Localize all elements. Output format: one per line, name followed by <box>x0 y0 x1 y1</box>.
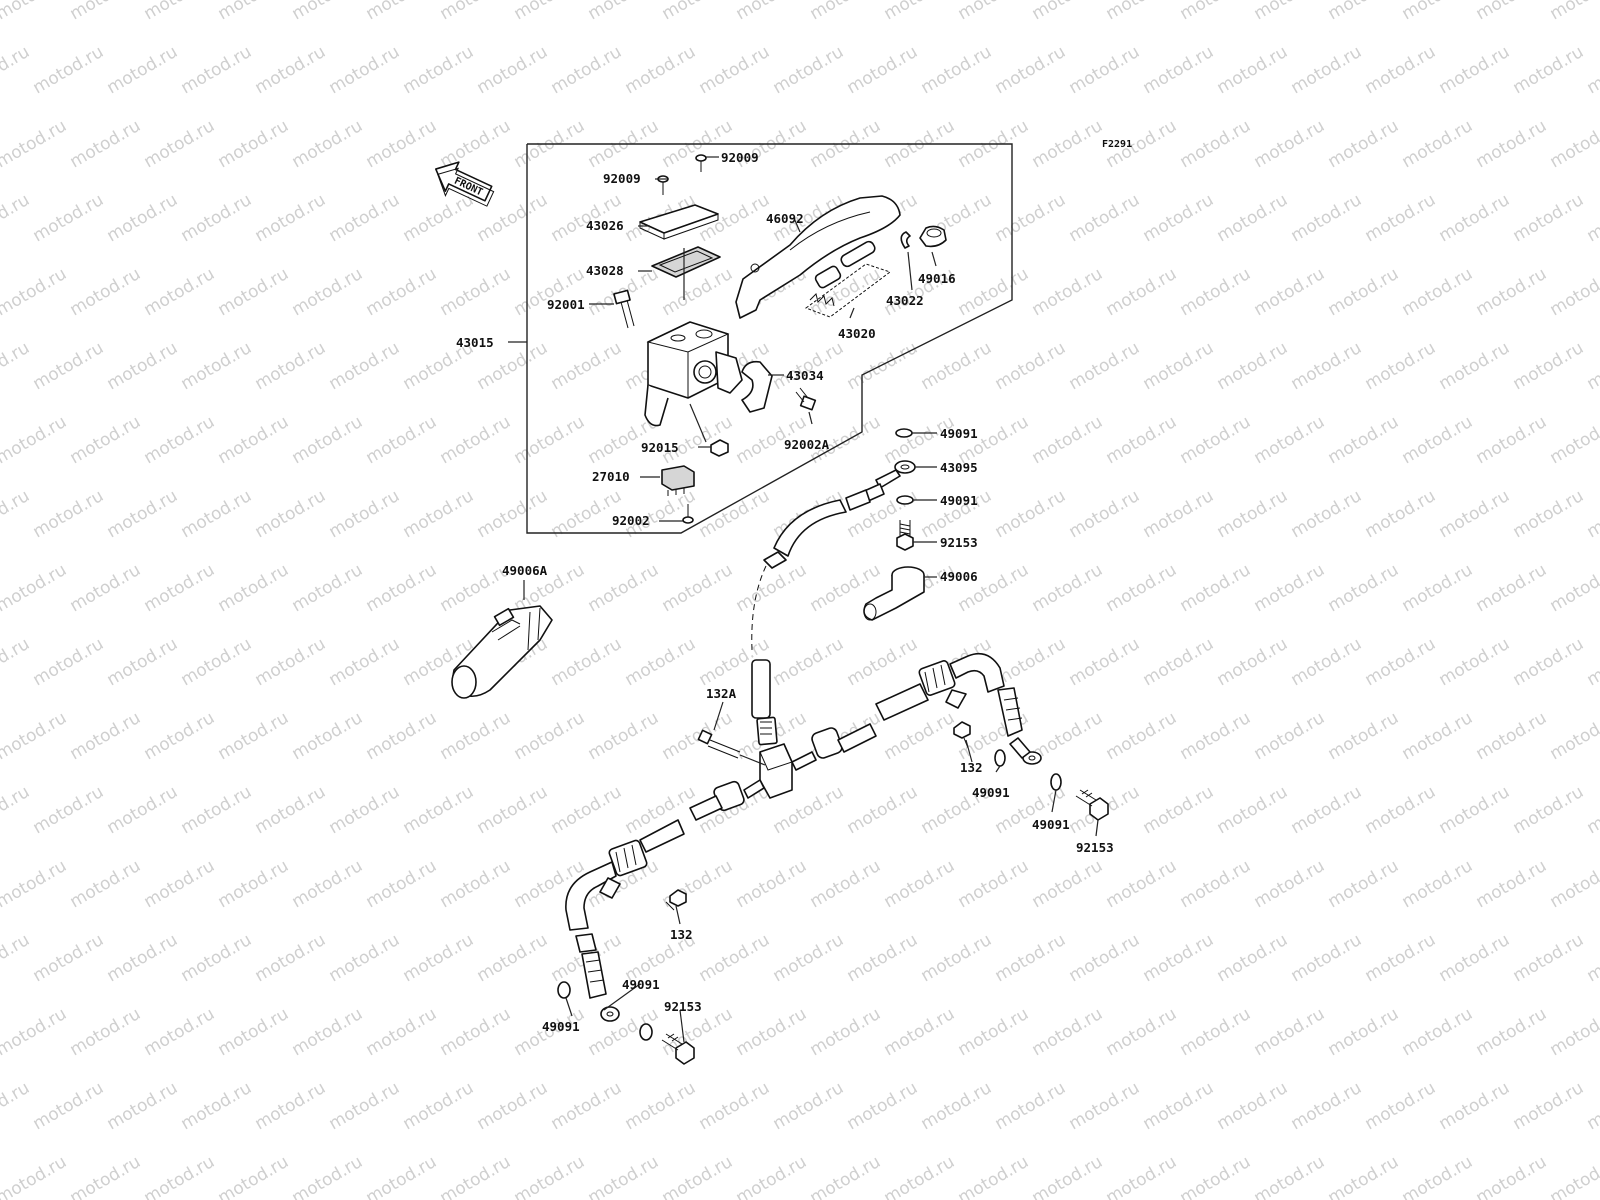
leader-lines <box>508 156 1099 1043</box>
washer-49091-f <box>639 1023 653 1041</box>
label-43022: 43022 <box>886 293 924 308</box>
bolt-132-left <box>665 889 687 911</box>
label-49091-f: 49091 <box>542 1019 580 1034</box>
screw-92002 <box>682 504 694 524</box>
label-49091-b: 49091 <box>940 493 978 508</box>
bolt-92153-c <box>661 1033 695 1065</box>
assembly-boundary <box>526 143 1013 534</box>
label-92009-b: 92009 <box>603 171 641 186</box>
bolt-92153-b <box>1075 789 1109 821</box>
label-49006: 49006 <box>940 569 978 584</box>
washer-49091-e <box>557 981 571 999</box>
washer-49091-d <box>1050 773 1062 791</box>
label-132A: 132A <box>706 686 737 701</box>
label-49091-c: 49091 <box>972 785 1010 800</box>
label-49016: 49016 <box>918 271 956 286</box>
brake-lever-46092 <box>735 195 901 319</box>
label-132-right: 132 <box>960 760 983 775</box>
part-labels: 92009 92009 43026 43028 92001 43015 4609… <box>456 150 1114 1034</box>
label-92001: 92001 <box>547 297 585 312</box>
washer-49091-c <box>994 749 1006 767</box>
brake-pipe-right <box>791 652 1042 771</box>
bolt-132A <box>697 729 766 766</box>
banjo-fitting-43095 <box>875 460 916 489</box>
label-92002: 92002 <box>612 513 650 528</box>
label-43015: 43015 <box>456 335 494 350</box>
label-27010: 27010 <box>592 469 630 484</box>
bolt-92002A <box>795 387 817 411</box>
label-92015: 92015 <box>641 440 679 455</box>
label-49091-a: 49091 <box>940 426 978 441</box>
label-92153-a: 92153 <box>940 535 978 550</box>
diaphragm-43028 <box>651 246 721 278</box>
label-46092: 46092 <box>766 211 804 226</box>
label-92153-c: 92153 <box>664 999 702 1014</box>
label-49006A: 49006A <box>502 563 548 578</box>
nut-92015 <box>710 439 729 457</box>
front-arrow-icon: FRONT <box>434 161 495 207</box>
label-49091-d: 49091 <box>1032 817 1070 832</box>
clamp-43034 <box>741 360 773 413</box>
reservoir-cap-43026 <box>639 204 719 234</box>
piston-kit-43020 <box>804 240 892 318</box>
brake-hose-upper <box>751 483 885 651</box>
label-43034: 43034 <box>786 368 824 383</box>
label-43020: 43020 <box>838 326 876 341</box>
brake-switch-27010 <box>661 465 695 496</box>
brake-hose-to-joint <box>751 659 778 746</box>
cap-49006 <box>863 566 925 621</box>
master-cylinder-body <box>644 321 743 427</box>
circlip-43022 <box>900 231 911 249</box>
washer-49091-a <box>895 428 913 438</box>
brake-pipe-left <box>565 779 765 1022</box>
label-43095: 43095 <box>940 460 978 475</box>
bolt-92001 <box>613 289 635 329</box>
three-way-joint <box>759 743 793 799</box>
label-92009-a: 92009 <box>721 150 759 165</box>
bolt-92153-a <box>896 520 914 551</box>
label-43026: 43026 <box>586 218 624 233</box>
label-132-left: 132 <box>670 927 693 942</box>
label-43028: 43028 <box>586 263 624 278</box>
label-92153-b: 92153 <box>1076 840 1114 855</box>
washer-49091-b <box>896 495 914 505</box>
diagram-code: F2291 <box>1102 139 1132 150</box>
boot-49016 <box>919 225 947 248</box>
label-92002A: 92002A <box>784 437 830 452</box>
label-49091-e: 49091 <box>622 977 660 992</box>
screw-92009-a <box>695 154 707 172</box>
cover-49006A <box>451 605 553 699</box>
